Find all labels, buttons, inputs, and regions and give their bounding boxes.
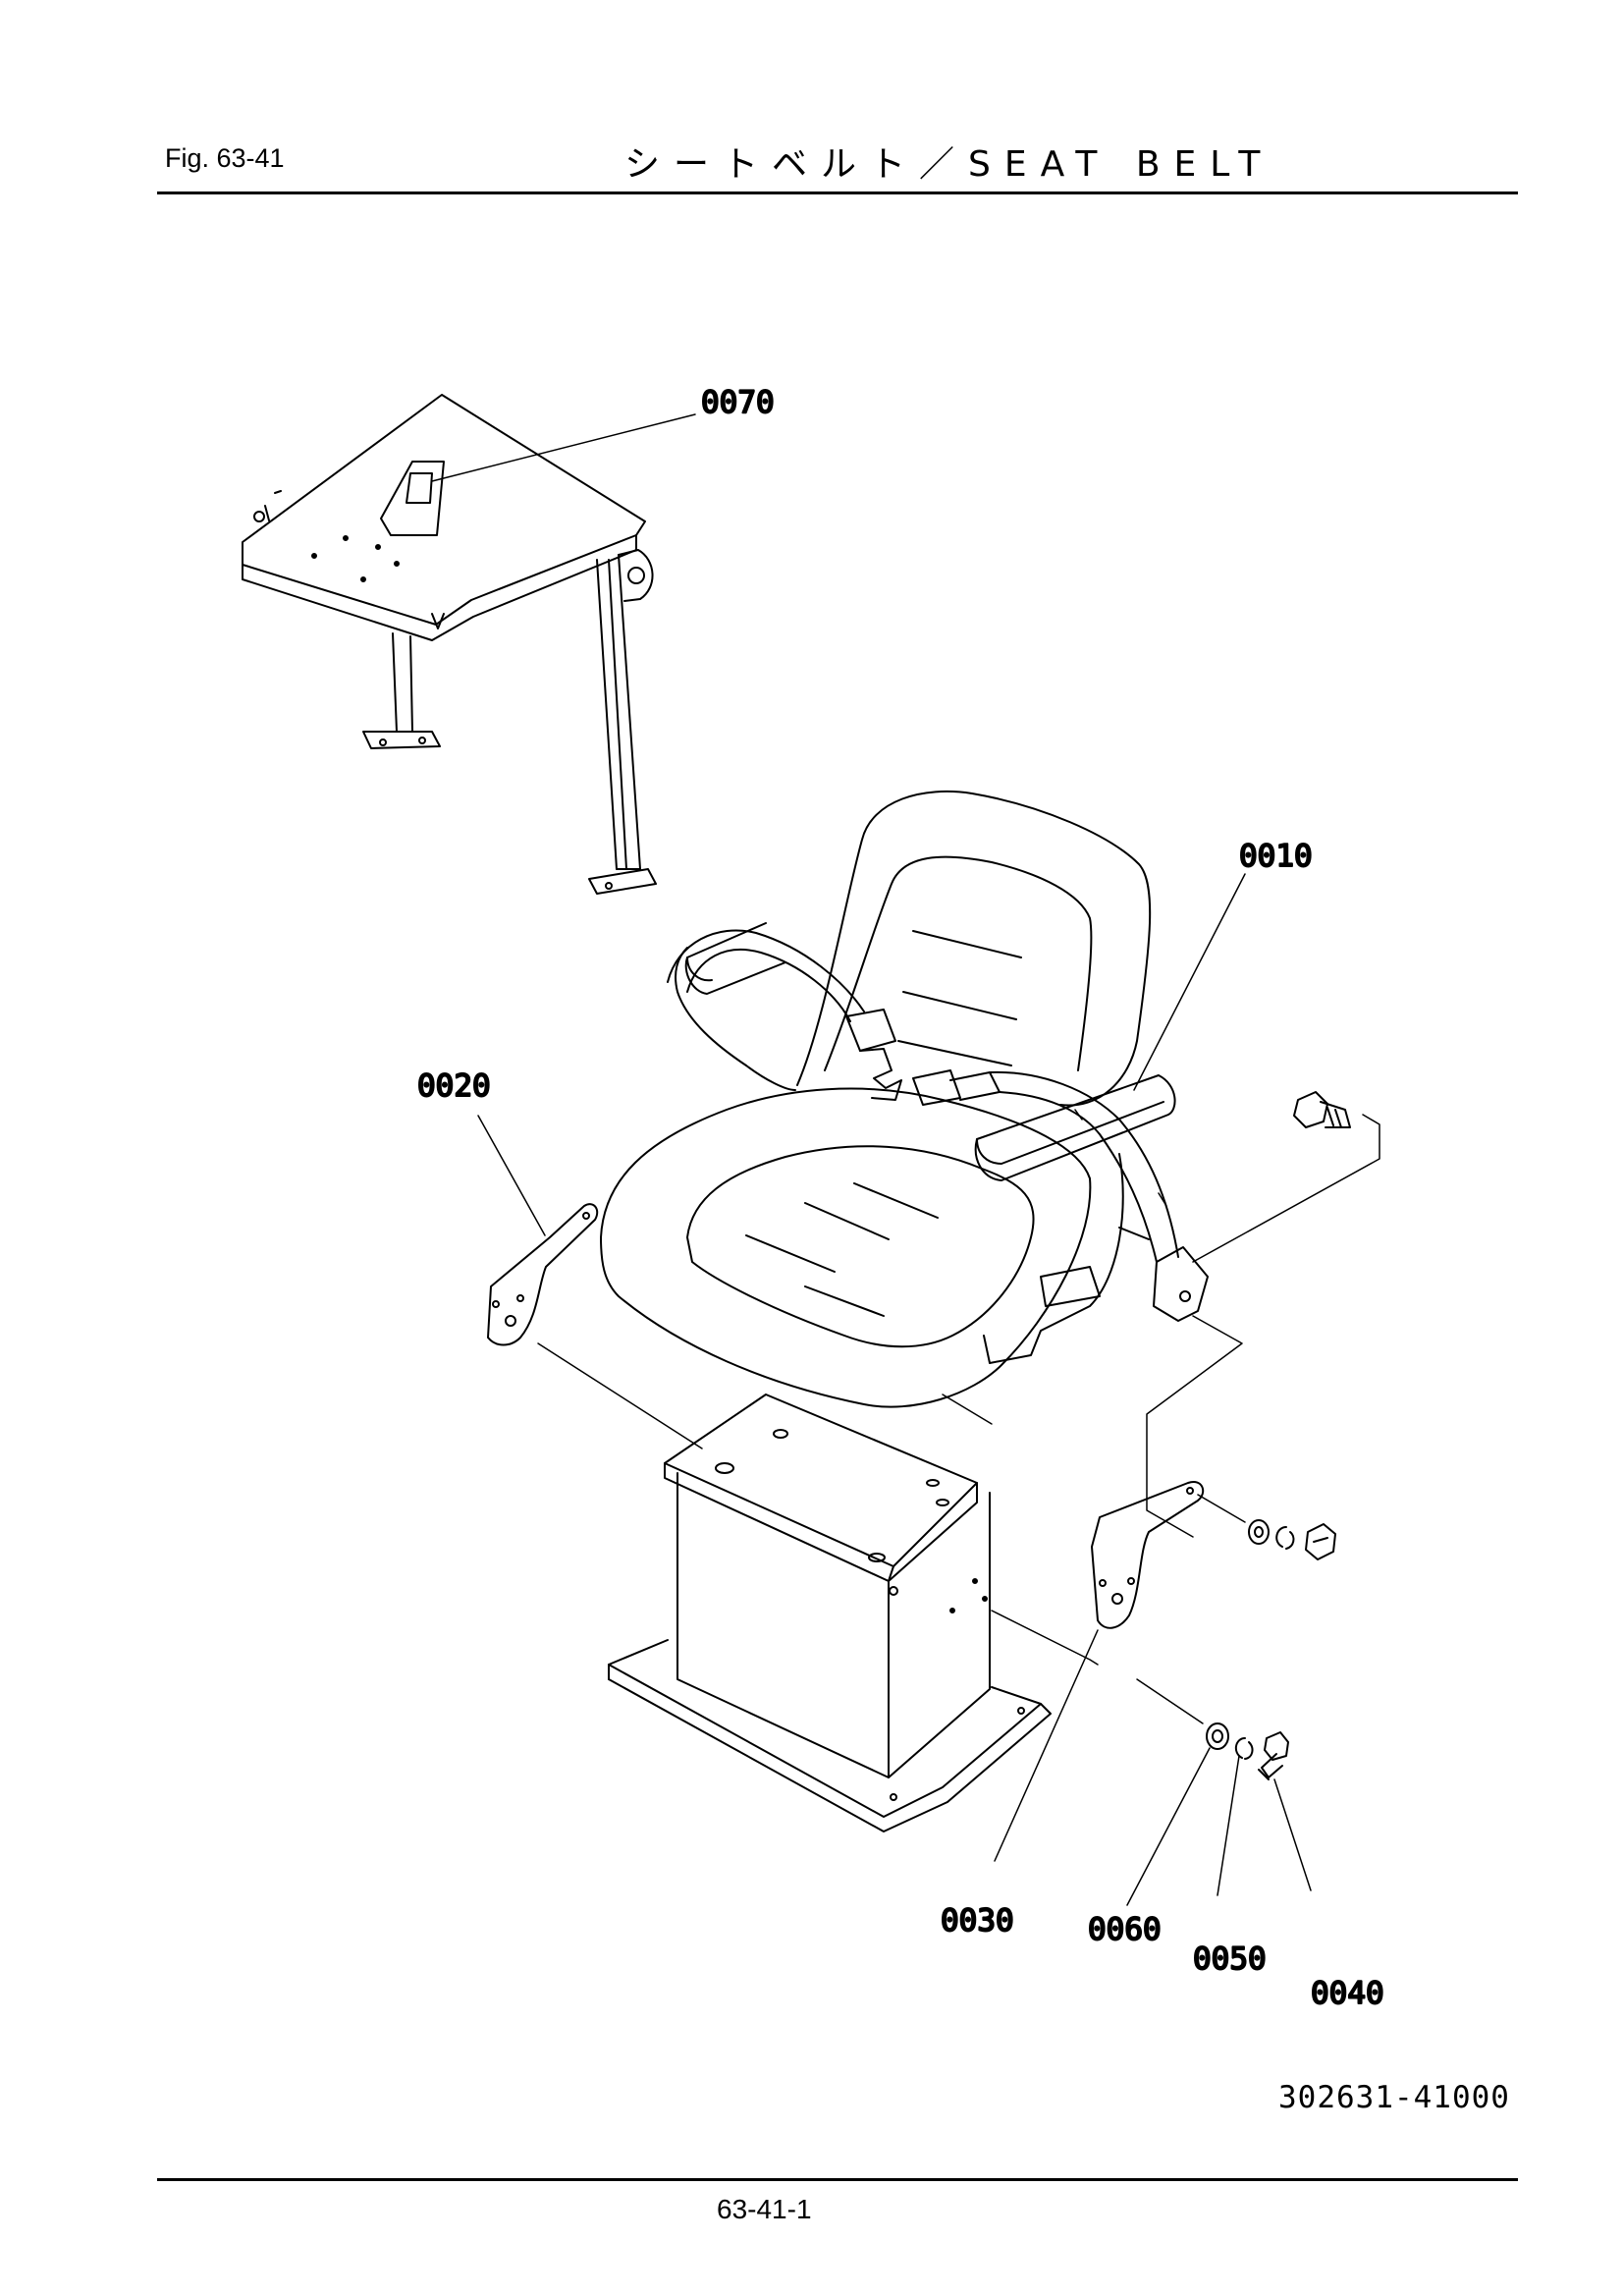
seat-stand <box>608 1394 1052 1832</box>
callout-0070: 0070 <box>701 385 775 420</box>
hardware-upper-bolt <box>1293 1091 1351 1128</box>
hardware-upper-washers-nut <box>1248 1519 1336 1560</box>
callout-0050: 0050 <box>1193 1941 1267 1977</box>
drawing-number: 302631-41000 <box>1278 2080 1510 2115</box>
operator-seat <box>600 790 1176 1408</box>
callout-0040: 0040 <box>1311 1976 1384 2011</box>
footer-divider <box>157 2178 1518 2181</box>
page-title: シートベルト／SEAT BELT <box>624 144 1274 185</box>
seat-belt <box>667 929 1209 1322</box>
header-divider <box>157 191 1518 194</box>
callout-0020: 0020 <box>417 1068 491 1104</box>
figure-number: Fig. 63-41 <box>165 143 285 173</box>
seat-mount-bracket-assembly <box>242 394 657 895</box>
hardware-lower-washers-bolt <box>1206 1722 1289 1780</box>
bracket-right <box>1091 1481 1205 1629</box>
callout-0060: 0060 <box>1088 1912 1162 1947</box>
callout-0030: 0030 <box>941 1903 1014 1939</box>
bracket-left <box>487 1203 599 1346</box>
callout-0010: 0010 <box>1239 839 1313 874</box>
leader-lines <box>431 413 1380 1906</box>
page-number: 63-41-1 <box>717 2194 812 2224</box>
